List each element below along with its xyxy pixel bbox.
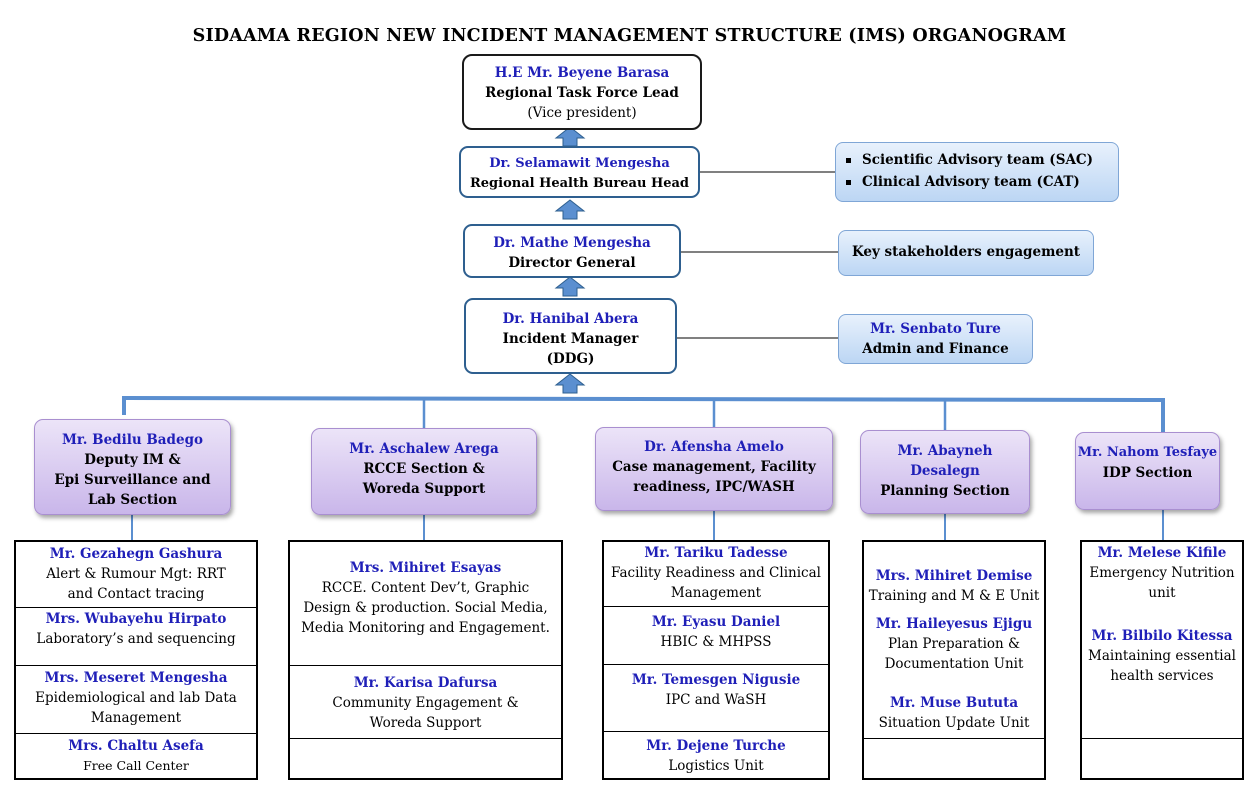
regional-task-force-lead-box: H.E Mr. Beyene Barasa Regional Task Forc… — [462, 54, 702, 130]
section-epi-surveillance: Mr. Bedilu Badego Deputy IM & Epi Survei… — [34, 419, 231, 515]
unit-cell: Mrs. Mihiret Demise Training and M & E U… — [868, 568, 1040, 604]
top-note: (Vice president) — [527, 105, 637, 121]
im-name: Dr. Hanibal Abera — [502, 311, 639, 327]
advisory-item: Clinical Advisory team (CAT) — [836, 171, 1118, 193]
page-title: SIDAAMA REGION NEW INCIDENT MANAGEMENT S… — [192, 26, 1067, 46]
units-column-idp: Mr. Melese Kifile Emergency Nutrition un… — [1080, 540, 1244, 780]
section-head-name: Mr. Nahom Tesfaye — [1077, 445, 1218, 460]
incident-manager-box: Dr. Hanibal Abera Incident Manager (DDG) — [464, 298, 677, 374]
section-case-management: Dr. Afensha Amelo Case management, Facil… — [595, 427, 833, 511]
unit-cell: Mrs. Wubayehu Hirpato Laboratory’s and s… — [36, 611, 236, 647]
bullet-square-icon — [846, 180, 851, 185]
unit-cell: Mrs. Meseret Mengesha Epidemiological an… — [35, 670, 237, 726]
admin-finance-box: Mr. Senbato Ture Admin and Finance — [838, 314, 1033, 364]
advisory-item: Scientific Advisory team (SAC) — [836, 149, 1118, 171]
section-head-name: Mr. Bedilu Badego — [61, 432, 204, 448]
health-head-name: Dr. Selamawit Mengesha — [489, 156, 670, 171]
section-planning: Mr. Abayneh Desalegn Planning Section — [860, 430, 1030, 514]
top-name: H.E Mr. Beyene Barasa — [494, 65, 670, 81]
im-role: Incident Manager — [502, 331, 639, 347]
section-line: readiness, IPC/WASH — [633, 479, 795, 495]
section-rcce: Mr. Aschalew Arega RCCE Section & Woreda… — [311, 428, 537, 515]
unit-cell: Mr. Eyasu Daniel HBIC & MHPSS — [651, 614, 781, 650]
stakeholders-box: Key stakeholders engagement — [838, 230, 1094, 276]
director-general-box: Dr. Mathe Mengesha Director General — [463, 224, 681, 278]
unit-cell: Mr. Haileyesus Ejigu Plan Preparation & … — [875, 616, 1033, 672]
arrow-up-icon — [554, 276, 586, 297]
bullet-square-icon — [846, 158, 851, 163]
section-line: Lab Section — [87, 492, 178, 508]
unit-cell: Mrs. Mihiret Esayas RCCE. Content Dev’t,… — [301, 560, 550, 636]
section-head-name: Dr. Afensha Amelo — [644, 439, 784, 455]
units-column-epi: Mr. Gezahegn Gashura Alert & Rumour Mgt:… — [14, 540, 258, 780]
unit-cell: Mr. Melese Kifile Emergency Nutrition un… — [1089, 545, 1235, 601]
unit-cell: Mr. Temesgen Nigusie IPC and WaSH — [631, 672, 801, 708]
section-line: Woreda Support — [362, 481, 486, 497]
arrow-up-icon — [554, 373, 586, 394]
advisory-teams-box: Scientific Advisory team (SAC) Clinical … — [835, 142, 1119, 202]
section-head-name: Mr. Aschalew Arega — [349, 441, 499, 457]
unit-cell: Mr. Dejene Turche Logistics Unit — [646, 738, 786, 774]
admin-role: Admin and Finance — [862, 341, 1009, 357]
section-line: Planning Section — [880, 483, 1010, 499]
unit-cell: Mrs. Chaltu Asefa Free Call Center — [68, 738, 204, 773]
health-head-role: Regional Health Bureau Head — [469, 176, 690, 191]
unit-cell: Mr. Gezahegn Gashura Alert & Rumour Mgt:… — [46, 546, 226, 602]
director-name: Dr. Mathe Mengesha — [493, 235, 651, 251]
section-line: Case management, Facility — [612, 459, 816, 475]
units-column-rcce: Mrs. Mihiret Esayas RCCE. Content Dev’t,… — [288, 540, 563, 780]
health-bureau-head-box: Dr. Selamawit Mengesha Regional Health B… — [459, 146, 700, 198]
section-bus — [122, 395, 1165, 432]
top-role: Regional Task Force Lead — [485, 85, 679, 101]
section-head-name: Mr. Abayneh Desalegn — [897, 443, 993, 479]
arrow-up-icon — [554, 199, 586, 220]
stakeholders-label: Key stakeholders engagement — [851, 244, 1081, 260]
unit-cell: Mr. Bilbilo Kitessa Maintaining essentia… — [1088, 628, 1236, 684]
director-role: Director General — [508, 255, 636, 271]
section-idp: Mr. Nahom Tesfaye IDP Section — [1075, 432, 1220, 510]
section-line: RCCE Section & — [363, 461, 485, 477]
section-line: Epi Surveillance and — [54, 472, 211, 488]
section-line: Deputy IM & — [84, 452, 181, 468]
units-column-planning: Mrs. Mihiret Demise Training and M & E U… — [862, 540, 1046, 780]
unit-cell: Mr. Tariku Tadesse Facility Readiness an… — [611, 545, 821, 601]
unit-cell: Mr. Karisa Dafursa Community Engagement … — [332, 675, 519, 731]
arrow-up-icon — [554, 126, 586, 147]
units-column-case-management: Mr. Tariku Tadesse Facility Readiness an… — [602, 540, 830, 780]
unit-cell: Mr. Muse Bututa Situation Update Unit — [878, 695, 1030, 731]
section-line: IDP Section — [1102, 465, 1193, 481]
admin-name: Mr. Senbato Ture — [870, 321, 1001, 337]
im-note: (DDG) — [546, 351, 595, 367]
